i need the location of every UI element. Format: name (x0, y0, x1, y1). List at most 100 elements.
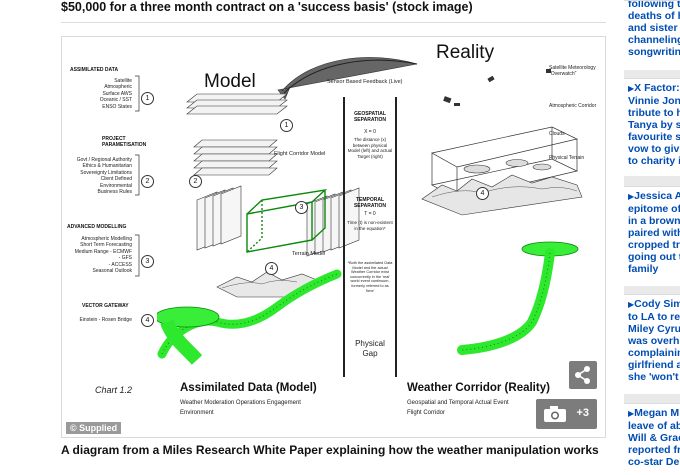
rail-text: and sister (628, 22, 678, 34)
item: Short Term Forecasting (80, 242, 132, 249)
geo-equation: X = 0 (364, 129, 376, 135)
section-heading-assimilated: ASSIMILATED DATA (70, 67, 119, 73)
chevron-right-icon: ▶ (628, 84, 635, 93)
assimilated-data-sub2: Environment (180, 410, 214, 416)
model-title: Model (204, 71, 256, 92)
rail-text: following t (628, 0, 680, 10)
rail-text: she 'won't (628, 371, 679, 383)
rail-text: to LA to re (628, 311, 680, 323)
number-3-badge: 3 (141, 255, 154, 268)
section-heading-vector: VECTOR GATEWAY (82, 303, 129, 309)
item: Govt / Regional Authority (76, 157, 132, 163)
rail-item-4[interactable]: ▶Cody Sim to LA to re Miley Cyru was ove… (624, 294, 680, 394)
item: Surface AWS (102, 90, 132, 97)
rail-text: songwritin (628, 46, 680, 58)
rail-text: leave of ab (628, 420, 680, 432)
caption-divider (61, 22, 606, 23)
rail-text: cropped tr (628, 239, 680, 251)
rail-text: X Factor: (634, 82, 680, 94)
rail-text: girlfriend a (628, 359, 680, 371)
rail-item-3[interactable]: ▶Jessica A epitome of in a brown paired … (624, 186, 680, 286)
item: Ethics & Humanitarian (82, 163, 132, 170)
rail-item-1[interactable]: following t deaths of h and sister chann… (624, 0, 680, 70)
item: Atmospheric (104, 84, 132, 91)
supplied-badge: © Supplied (66, 422, 122, 434)
separation-footnote: *Both the assimilated Data Model and the… (347, 261, 393, 293)
temp-text: Time (t) is non-existent in the equation… (347, 220, 393, 231)
rail-text: Tanya by s (628, 119, 680, 131)
number-4-badge: 4 (141, 314, 154, 327)
model-diagram (157, 93, 360, 365)
separator-left (343, 97, 345, 377)
physical-terrain-label: Physical Terrain (549, 155, 585, 161)
rail-text: vow to giv (628, 143, 680, 155)
advanced-items: Atmospheric Modelling Short Term Forecas… (62, 236, 132, 274)
clouds-label: Clouds (549, 131, 565, 137)
physical-gap-label: Physical Gap (355, 339, 385, 358)
number-1-badge: 1 (141, 92, 154, 105)
number-2-badge: 2 (141, 175, 154, 188)
sensor-feedback-label: Sensor Based Feedback (Live) (327, 79, 403, 85)
rail-item-5[interactable]: ▶Megan M leave of ab Will & Grac reporte… (624, 403, 680, 475)
item: Medium Range - ECMWF (74, 248, 132, 255)
section-heading-advanced: ADVANCED MODELLING (67, 224, 127, 230)
caption-top-text: $50,000 for a three month contract on a … (61, 0, 473, 14)
article-image[interactable]: Model Reality Sensor Based Feedback (Liv… (61, 36, 606, 438)
model-number-3: 3 (295, 201, 308, 214)
rail-text: family (628, 263, 659, 275)
chart-label: Chart 1.2 (95, 385, 133, 395)
rail-item-2[interactable]: ▶X Factor: Vinnie Jon tribute to h Tanya… (624, 78, 680, 176)
rail-text: tribute to h (628, 107, 680, 119)
chevron-right-icon: ▶ (628, 192, 635, 201)
rail-text: to charity i (628, 155, 680, 167)
section-heading-project: PROJECT PARAMETISATION (102, 136, 147, 149)
item: Satellite (114, 78, 132, 84)
rail-text: Jessica A (634, 190, 680, 202)
chevron-right-icon: ▶ (628, 409, 635, 418)
rail-text: going out t (628, 251, 680, 263)
assimilated-items: Satellite Atmospheric Surface AWS Oceani… (72, 78, 132, 110)
geo-text: The distance (x) between physical Model … (347, 137, 393, 159)
rail-text: co-star De (628, 456, 680, 468)
rail-text: favourite s (628, 131, 680, 143)
vector-items: Einstein - Rosen Bridge (62, 317, 132, 323)
terrain-model-label: Terrain Model (292, 251, 326, 257)
atmospheric-corridor-label: Atmospheric Corridor (549, 103, 597, 109)
rail-text: paired with (628, 227, 680, 239)
rail-text: channeling (628, 34, 680, 46)
chevron-right-icon: ▶ (628, 300, 635, 309)
item: Einstein - Rosen Bridge (79, 317, 132, 323)
rail-text: Cody Sim (634, 298, 680, 310)
item: Seasonal Outlook (92, 268, 132, 275)
rail-text: Megan M (634, 407, 680, 419)
sensor-feedback-arrow-icon (277, 57, 418, 100)
satellite-icon (443, 69, 551, 106)
gallery-count: +3 (576, 407, 589, 419)
rail-text: deaths of h (628, 10, 680, 22)
project-items: Govt / Regional Authority Ethics & Human… (62, 157, 132, 195)
item: Atmospheric Modelling (81, 236, 132, 242)
item: Oceanic / SST (99, 97, 132, 104)
share-button[interactable] (569, 361, 597, 389)
rail-text: Miley Cyru (628, 323, 680, 335)
weather-corridor-sub1: Geospatial and Temporal Actual Event (407, 400, 509, 406)
assimilated-data-sub1: Weather Moderation Operations Engagement (180, 400, 301, 406)
reality-diagram (421, 69, 583, 355)
model-number-1: 1 (280, 119, 293, 132)
article-caption-bottom: A diagram from a Miles Research White Pa… (61, 443, 599, 457)
weather-corridor-title: Weather Corridor (Reality) (407, 382, 550, 394)
item: - GFS (118, 255, 132, 262)
reality-number-4: 4 (476, 187, 489, 200)
item: ENSO States (102, 103, 132, 110)
gallery-button[interactable]: +3 (536, 399, 597, 429)
rail-text: epitome of (628, 203, 680, 215)
rail-text: reported fr (628, 444, 680, 456)
share-icon (575, 366, 590, 384)
camera-icon (544, 406, 566, 422)
temporal-separation-heading: TEMPORAL SEPARATION (353, 197, 387, 210)
satellite-meteorology-label: Satellite Meteorology "Overwatch" (549, 65, 596, 78)
flight-corridor-model-label: Flight Corridor Model (274, 151, 326, 157)
rail-text: was overh (628, 335, 680, 347)
rail-text: complainin (628, 347, 680, 359)
separator-right (395, 97, 397, 377)
